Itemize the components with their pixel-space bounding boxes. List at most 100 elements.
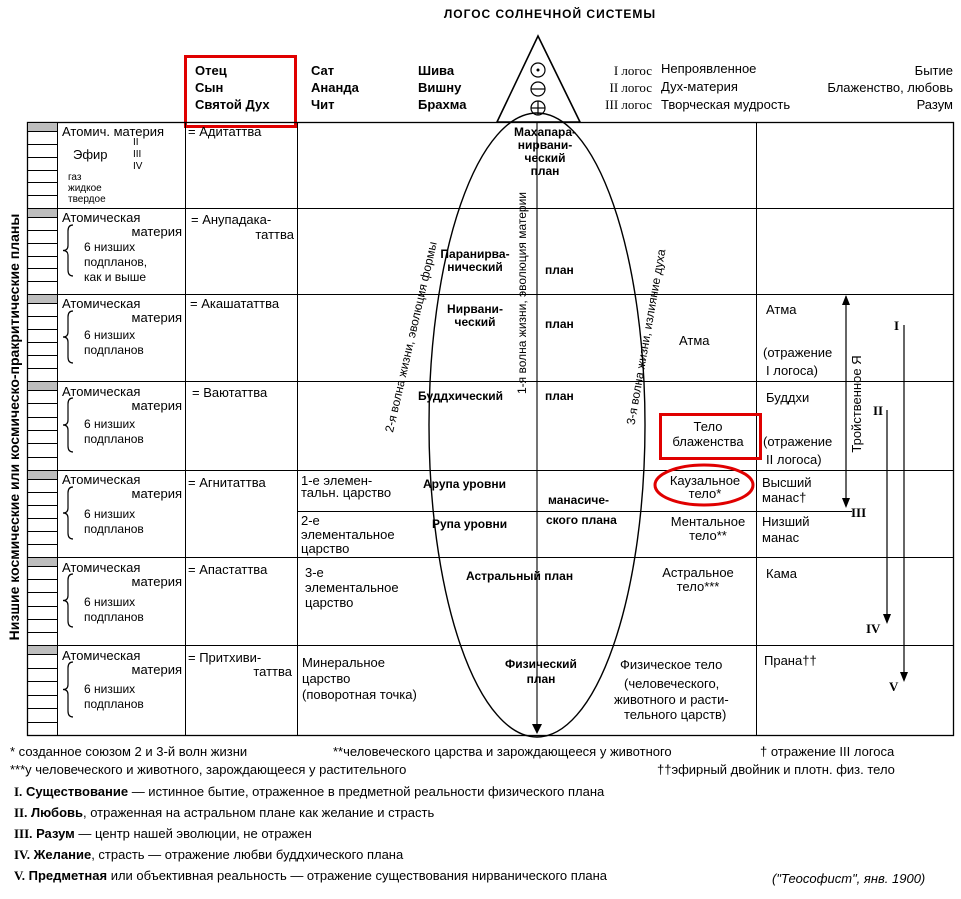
tattva: = Притхиви- bbox=[188, 650, 262, 665]
trinity-spirit: Святой Дух bbox=[195, 97, 270, 112]
matter-atomic: Атомическая bbox=[62, 384, 141, 399]
cosmic-planes-vertical-label: Низшие космические или космическо-пракри… bbox=[6, 213, 22, 641]
legend-item-5: V. Предметная или объективная реальность… bbox=[14, 868, 608, 883]
tattva: = Агнитаттва bbox=[188, 475, 266, 490]
kingdom-second-elemental-2: элементальное bbox=[301, 527, 395, 542]
turning-point: (поворотная точка) bbox=[302, 687, 417, 702]
logos-1: I логос bbox=[613, 63, 652, 78]
principle-buddhi: Буддхи bbox=[766, 390, 810, 405]
matter-atomic: Атомическая bbox=[62, 210, 141, 225]
tattva: = Адитаттва bbox=[188, 124, 262, 139]
principle-kama: Кама bbox=[766, 566, 797, 581]
tattva: = Ваютаттва bbox=[192, 385, 268, 400]
god-shiva: Шива bbox=[418, 63, 455, 78]
diagram-title: ЛОГОС СОЛНЕЧНОЙ СИСТЕМЫ bbox=[443, 7, 657, 21]
manasic-plane-2: ского плана bbox=[546, 513, 617, 527]
principle-logos: I логоса) bbox=[766, 363, 818, 378]
quality-bliss: Блаженство, любовь bbox=[827, 80, 953, 95]
table-frame bbox=[26, 121, 955, 737]
matter-word: материя bbox=[131, 486, 182, 501]
body-physical-3: животного и расти- bbox=[614, 692, 729, 707]
body-physical-2: (человеческого, bbox=[624, 676, 720, 691]
plane-word: план bbox=[545, 317, 574, 331]
citation: ("Теософист", янв. 1900) bbox=[772, 871, 926, 886]
body-physical-4: тельного царств) bbox=[624, 707, 727, 722]
legend-item-3: III. Разум — центр нашей эволюции, не от… bbox=[14, 826, 312, 841]
triad-label: Тройственное Я bbox=[849, 355, 864, 453]
matter-word: материя bbox=[131, 574, 182, 589]
matter-atomic: Атомическая bbox=[62, 560, 141, 575]
arrow-numeral-i: I bbox=[894, 318, 900, 333]
trinity-highlight-box bbox=[184, 55, 297, 128]
quality-being: Бытие bbox=[914, 63, 953, 78]
legend-item-1: I. Существование — истинное бытие, отраж… bbox=[14, 784, 605, 799]
kingdom-first-elemental: 1-е элемен- bbox=[301, 473, 373, 488]
arrow-numeral-ii: II bbox=[873, 403, 884, 418]
arrow-numeral-v: V bbox=[889, 679, 899, 694]
matter-word: материя bbox=[131, 224, 182, 239]
aspect-unmanifest: Непроявленное bbox=[661, 61, 757, 76]
sanskrit-sat: Сат bbox=[311, 63, 335, 78]
logos-3: III логос bbox=[605, 97, 652, 112]
tattva-word: таттва bbox=[255, 227, 294, 242]
plane-word: план bbox=[545, 263, 574, 277]
tattva-word: таттва bbox=[253, 664, 292, 679]
trinity-father: Отец bbox=[195, 63, 227, 78]
arupa-levels: Арупа уровни bbox=[423, 477, 506, 491]
kingdom-third-elemental-3: царство bbox=[305, 595, 354, 610]
footnote-5: ††эфирный двойник и плотн. физ. тело bbox=[657, 762, 895, 777]
quality-reason: Разум bbox=[916, 97, 953, 112]
roman-ii: II bbox=[133, 137, 139, 148]
subplanes-word: подпланов bbox=[84, 610, 144, 624]
kingdom-mineral-2: царство bbox=[302, 671, 351, 686]
life-waves-ellipse bbox=[428, 112, 646, 738]
logos-2: II логос bbox=[609, 80, 653, 95]
trinity-son: Сын bbox=[195, 80, 224, 95]
aspect-creative-wisdom: Творческая мудрость bbox=[661, 97, 791, 112]
matter-gas: газ bbox=[68, 172, 82, 183]
lower-subplanes: 6 низших bbox=[84, 682, 136, 696]
kingdom-third-elemental-2: элементальное bbox=[305, 580, 399, 595]
lower-subplanes: 6 низших bbox=[84, 328, 136, 342]
matter-solid: твердое bbox=[68, 194, 106, 205]
plane-nirvanic: Нирвани-ческий bbox=[447, 302, 503, 329]
principle-reflection: (отражение bbox=[763, 345, 833, 360]
legend-item-4: IV. Желание, страсть — отражение любви б… bbox=[14, 847, 404, 862]
kingdom-second-elemental: 2-е bbox=[301, 513, 320, 528]
sanskrit-chit: Чит bbox=[311, 97, 335, 112]
principle-reflection: (отражение bbox=[763, 434, 833, 449]
matter-atomic: Атомическая bbox=[62, 648, 141, 663]
kingdom-third-elemental: 3-е bbox=[305, 565, 324, 580]
principle-logos: II логоса) bbox=[766, 452, 822, 467]
subplanes-word: подпланов bbox=[84, 343, 144, 357]
footnote-3: † отражение III логоса bbox=[760, 744, 895, 759]
legend-item-2: II. Любовь, отраженная на астральном пла… bbox=[14, 805, 435, 820]
footnote-4: ***у человеческого и животного, зарождаю… bbox=[10, 762, 407, 777]
arrow-numeral-iv: IV bbox=[866, 621, 881, 636]
plane-paranirvanic: Паранирва-нический bbox=[440, 247, 510, 274]
wave-1-label: 1-я волна жизни, эволюция материи bbox=[515, 192, 529, 394]
matter-word: материя bbox=[131, 310, 182, 325]
subplanes-word: подпланов, bbox=[84, 255, 148, 269]
subplanes-word: подпланов bbox=[84, 432, 144, 446]
manasic-plane: манасиче- bbox=[548, 493, 610, 507]
body-physical: Физическое тело bbox=[620, 657, 723, 672]
subplane-ladder bbox=[28, 122, 74, 736]
tattva: = Апастаттва bbox=[188, 562, 268, 577]
footnote-2: **человеческого царства и зарождающееся … bbox=[333, 744, 672, 759]
kingdom-mineral: Минеральное bbox=[302, 655, 385, 670]
bliss-body-highlight-box bbox=[659, 413, 762, 460]
god-vishnu: Вишну bbox=[418, 80, 462, 95]
rupa-levels: Рупа уровни bbox=[432, 517, 508, 531]
arrow-numeral-iii: III bbox=[851, 505, 867, 520]
kingdom-first-elemental-2: тальн. царство bbox=[301, 485, 392, 500]
matter-atomic: Атомич. материя bbox=[62, 124, 165, 139]
matter-word: материя bbox=[131, 398, 182, 413]
roman-iv: IV bbox=[133, 161, 143, 172]
